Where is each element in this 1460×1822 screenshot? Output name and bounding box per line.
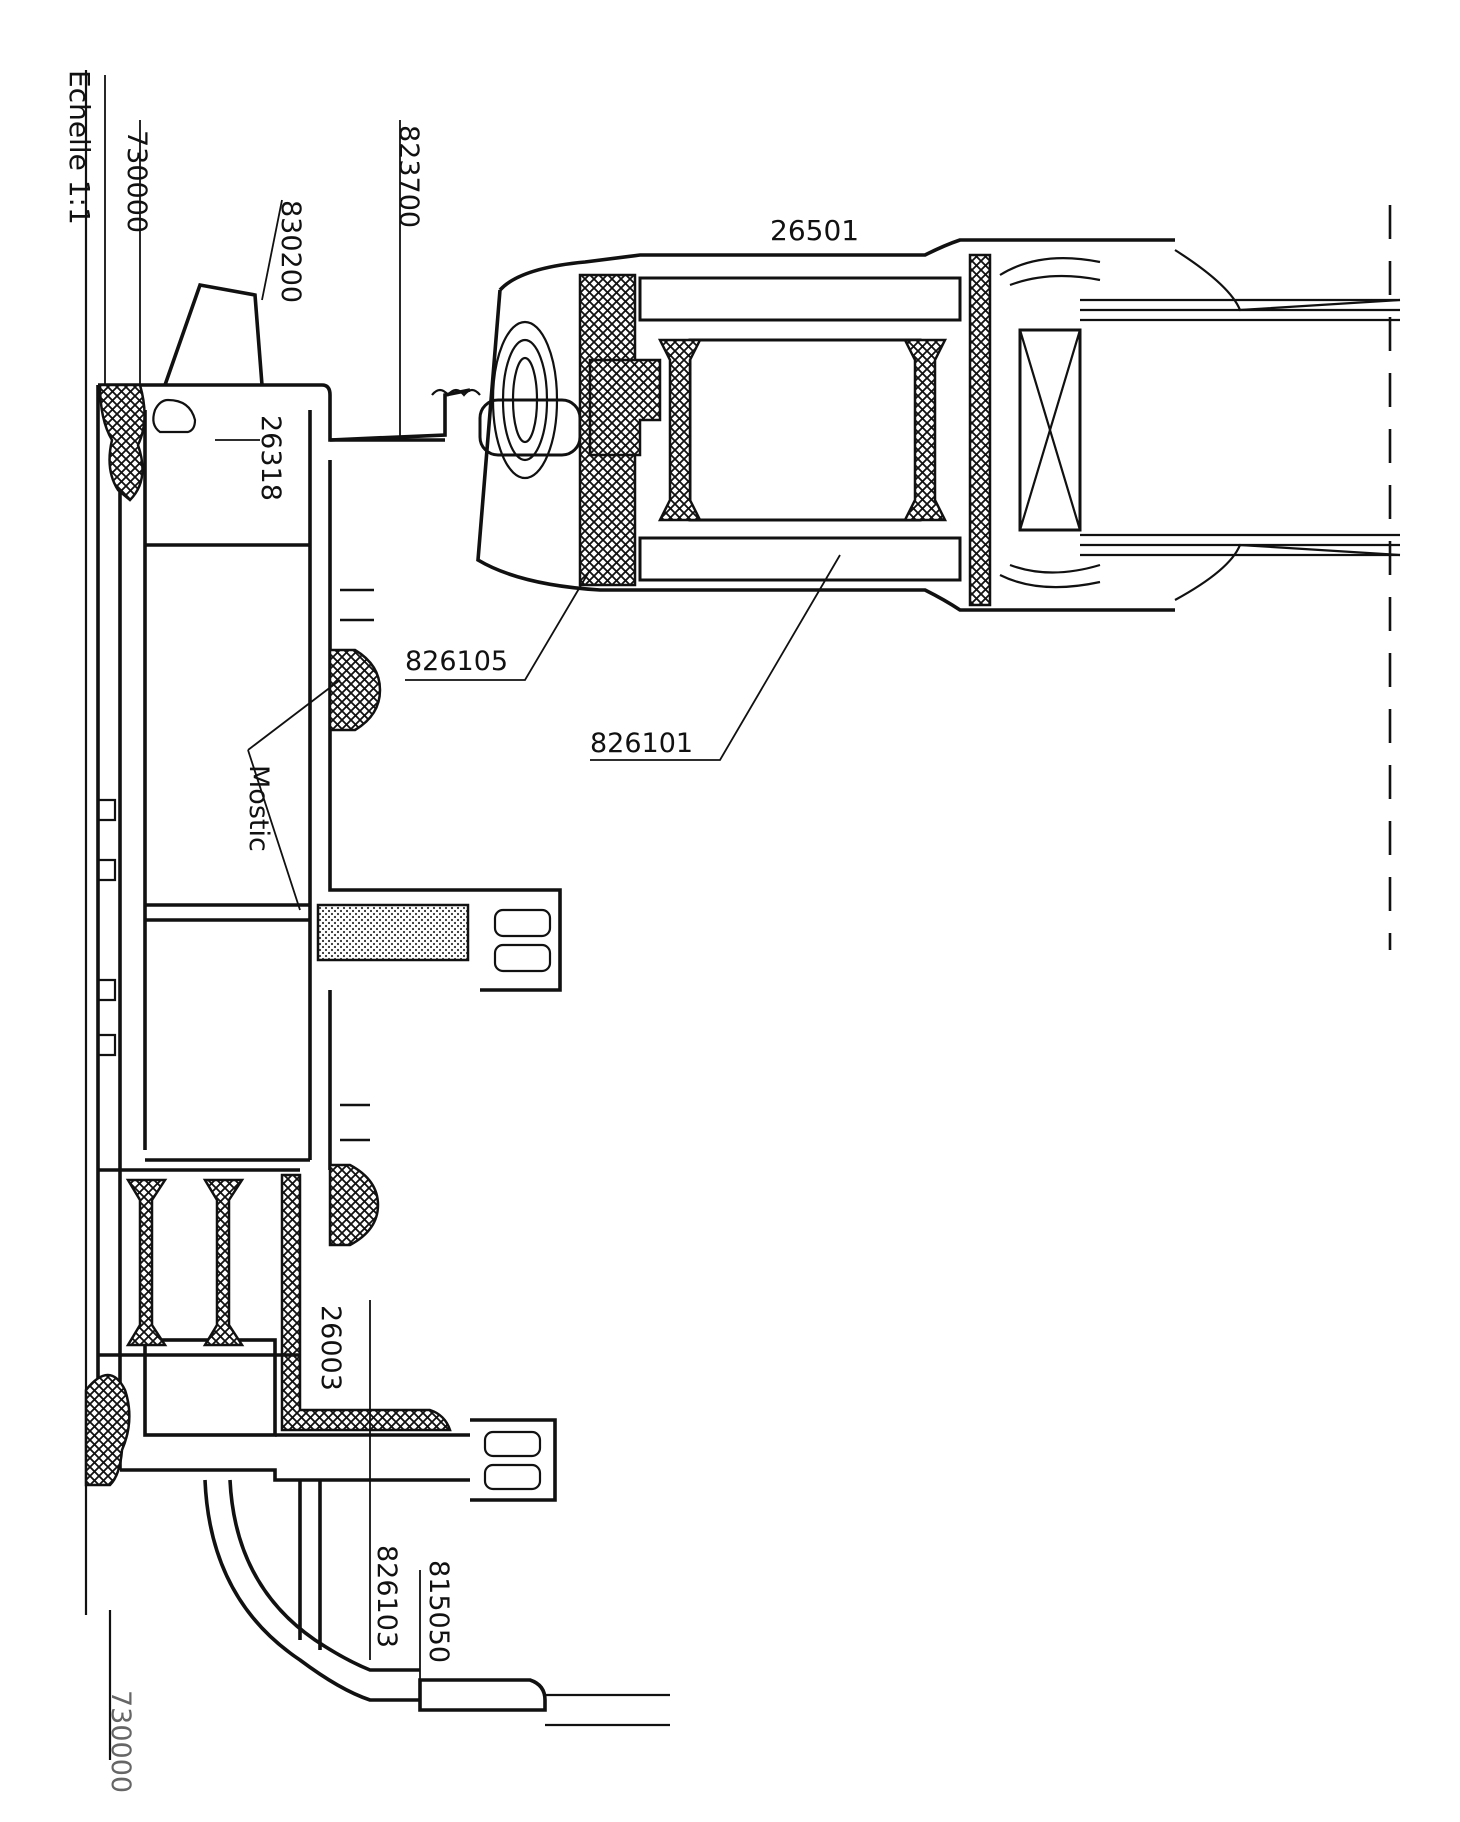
mastic-fill [316, 903, 470, 962]
mastic-bead-lower [328, 1163, 380, 1247]
part-label-730000-bottom: 730000 [105, 1690, 136, 1793]
part-label-826101: 826101 [590, 728, 693, 759]
part-label-26003: 26003 [315, 1305, 346, 1391]
leader-lines [104, 75, 841, 1700]
part-label-26318: 26318 [255, 415, 286, 501]
part-label-830200: 830200 [275, 200, 306, 303]
scale-label: Echelle 1:1 [63, 70, 96, 225]
thermal-break-26003 [98, 1168, 452, 1432]
part-label-826103: 826103 [371, 1545, 402, 1648]
wall-reference-line [84, 70, 112, 1760]
note-label-mostic: Mostic [243, 765, 274, 852]
clip-26318 [152, 398, 197, 434]
gasket-730000-top [98, 383, 146, 502]
interior-clip-upper [480, 888, 562, 992]
main-frame-profile [96, 383, 480, 1702]
part-label-730000-top: 730000 [121, 130, 152, 233]
mastic-bead-upper [328, 648, 382, 732]
dashed-reference-lines [340, 205, 1392, 1142]
part-label-823700: 823700 [393, 125, 424, 228]
connector-823700 [329, 388, 582, 457]
glazing-bead-830200 [163, 282, 264, 386]
part-label-826105: 826105 [405, 646, 508, 677]
gasket-730000-bottom [84, 1373, 131, 1487]
part-label-26501: 26501 [770, 214, 859, 247]
interior-clip-lower [470, 1418, 557, 1502]
clip-815050 [418, 1678, 547, 1712]
sash-assembly-26501 [476, 238, 1401, 612]
part-label-815050: 815050 [423, 1560, 454, 1663]
